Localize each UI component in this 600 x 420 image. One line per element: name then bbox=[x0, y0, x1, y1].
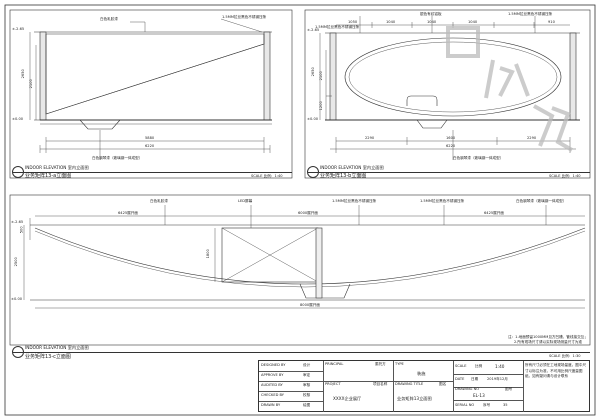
dim-c-mid-span: 6000展开面 bbox=[298, 211, 318, 215]
project-name: XXXX企业展厅 bbox=[333, 396, 362, 401]
c-note-2: 2.所有现场尺寸请以实际现场测量尺寸为准 bbox=[514, 340, 583, 344]
a-label-bottom: 白色钢琴漆（玻璃钢一体成型） bbox=[92, 156, 143, 160]
c-note-1: 注：1.地面预留1000MM见方凹槽，管线接交互； bbox=[508, 335, 588, 339]
level-top-c: ±.2.65 bbox=[11, 220, 24, 224]
dim-b-top-1: 1050 bbox=[348, 20, 358, 24]
dim-b-top-5: 910 bbox=[548, 20, 555, 24]
scale-a: SCALE 比例：1:40 bbox=[251, 174, 283, 178]
role-label-audited: AUDITED BY bbox=[261, 383, 283, 387]
serial-label: SERIAL NO bbox=[455, 403, 475, 407]
c-label-top-d: 1.5MM拉丝黑色不锈钢压条 bbox=[420, 199, 465, 203]
b-label-bottom: 白色钢琴漆（玻璃钢一体成型） bbox=[453, 156, 504, 160]
scale-c: SCALE 比例：1:30 bbox=[549, 354, 581, 358]
dim-c-left-a: 500 bbox=[19, 226, 24, 234]
role-value-checked: 校核 bbox=[303, 393, 311, 397]
role-value-approve: 审定 bbox=[303, 373, 311, 377]
role-label-designed: DESIGNED BY bbox=[261, 363, 286, 367]
c-label-top-e: 白色钢琴漆（玻璃钢一体成型） bbox=[516, 199, 567, 203]
dim-c-left-span: 6425展开面 bbox=[118, 211, 138, 215]
level-top-b: ±.2.65 bbox=[307, 28, 320, 32]
dim-a-bottom-span: 5880 bbox=[145, 136, 155, 140]
level-bottom-c: ±0.00 bbox=[11, 297, 23, 301]
title-cn-b: 业务矩阵13-b立面图 bbox=[320, 173, 367, 179]
title-rule-a bbox=[24, 172, 292, 173]
dim-b-left-outer: 2650 bbox=[310, 67, 315, 77]
section-bubble-a bbox=[12, 166, 24, 178]
serial-no: 35 bbox=[503, 403, 508, 407]
c-label-top-c: 1.5MM拉丝黑色不锈钢压条 bbox=[332, 199, 377, 203]
dim-b-top-2: 1040 bbox=[386, 20, 396, 24]
dim-b-left-inner: 2100 bbox=[318, 71, 323, 81]
c-label-top-a: 白色乳胶漆 bbox=[150, 199, 168, 203]
remarks-text: 所有尺寸必须在工地现场量度。图中尺寸以标注为准，不可用比例尺度量图纸。如有疑问请… bbox=[525, 363, 587, 379]
c-label-top-b: LED屏幕 bbox=[238, 199, 253, 203]
title-rule-b bbox=[319, 172, 590, 173]
scale-b: SCALE 比例：1:40 bbox=[549, 174, 581, 178]
b-label-top-mid: 银色有纹铝板 bbox=[420, 12, 442, 16]
role-label-approve: APPROVE BY bbox=[261, 373, 284, 377]
drawing-title-value: 图名 bbox=[439, 382, 447, 386]
a-label-top-right: 1.5MM拉丝黑色不锈钢压条 bbox=[222, 15, 267, 19]
drawing-no-label: DRAWING NO bbox=[455, 387, 480, 391]
section-bubble-b bbox=[307, 166, 319, 178]
title-en-a: INDOOR ELEVATION 室内立面图 bbox=[25, 165, 89, 170]
role-label-checked: CHECKED BY bbox=[261, 393, 284, 397]
title-en-c: INDOOR ELEVATION 室内立面图 bbox=[25, 345, 89, 350]
drawing-no: EL-13 bbox=[473, 393, 485, 398]
a-label-top: 白色乳胶漆 bbox=[100, 17, 118, 21]
date-cn: 日期 bbox=[471, 377, 479, 381]
title-rule-c bbox=[24, 352, 590, 353]
drawing-name: 业务矩阵13立面图 bbox=[397, 396, 432, 401]
scale-cn: 比例 bbox=[475, 364, 483, 368]
remarks-cell: 所有尺寸必须在工地现场量度。图中尺寸以标注为准，不可用比例尺度量图纸。如有疑问请… bbox=[525, 363, 587, 409]
drawing-title-label: DRAWING TITLE bbox=[395, 382, 424, 386]
dim-a-total-width: 6220 bbox=[145, 144, 155, 148]
dim-b-top-3: 1040 bbox=[427, 20, 437, 24]
dim-b-total-width: 6220 bbox=[446, 144, 456, 148]
serial-cn: 序号 bbox=[483, 403, 491, 407]
date-value: 2019年12月 bbox=[487, 377, 508, 381]
scale-label: SCALE bbox=[455, 364, 467, 368]
dim-c-screen-height: 1800 bbox=[205, 249, 210, 259]
principal-label: PRINCIPAL bbox=[325, 362, 344, 366]
dim-b-left-low: 1200 bbox=[318, 101, 323, 111]
role-value-audited: 审核 bbox=[303, 383, 311, 387]
drawing-no-cn: 图号 bbox=[505, 387, 513, 391]
title-cn-a: 业务矩阵13-a立面图 bbox=[25, 173, 72, 179]
type-label: TYPE bbox=[395, 362, 404, 366]
dim-a-left-inner: 2100 bbox=[28, 79, 33, 89]
b-label-top-left: 1.5MM拉丝黑色不锈钢压条 bbox=[315, 25, 360, 29]
dim-b-bottom-a: 2290 bbox=[365, 136, 375, 140]
level-top-a: ±.2.65 bbox=[12, 27, 25, 31]
scale-value: 1:40 bbox=[495, 364, 505, 369]
role-value-designed: 设计 bbox=[303, 363, 311, 367]
role-value-drawn: 绘图 bbox=[303, 403, 311, 407]
principal-value: 委托方 bbox=[375, 362, 386, 366]
level-bottom-b: ±0.00 bbox=[307, 117, 319, 121]
dim-c-total: 8000展开面 bbox=[300, 303, 320, 307]
type-value: 装施 bbox=[417, 371, 426, 376]
title-en-b: INDOOR ELEVATION 室内立面图 bbox=[320, 165, 384, 170]
dim-c-right-span: 6425展开面 bbox=[484, 211, 504, 215]
project-label: PROJECT bbox=[325, 382, 341, 386]
level-bottom-a: ±0.00 bbox=[12, 117, 24, 121]
title-cn-c: 业务矩阵13-c立面图 bbox=[25, 354, 71, 360]
dim-c-left-b: 2500 bbox=[13, 257, 18, 267]
dim-b-top-4: 1040 bbox=[468, 20, 478, 24]
dim-a-left-outer: 2650 bbox=[20, 69, 25, 79]
role-label-drawn: DRAWN BY bbox=[261, 403, 281, 407]
date-label: DATE bbox=[455, 377, 465, 381]
b-label-top-right: 1.5MM拉丝黑色不锈钢压条 bbox=[508, 12, 553, 16]
project-value: 项目名称 bbox=[373, 382, 388, 386]
dim-b-bottom-c: 2290 bbox=[527, 136, 537, 140]
section-bubble-c bbox=[12, 346, 24, 358]
dim-b-bottom-b: 1600 bbox=[446, 136, 456, 140]
